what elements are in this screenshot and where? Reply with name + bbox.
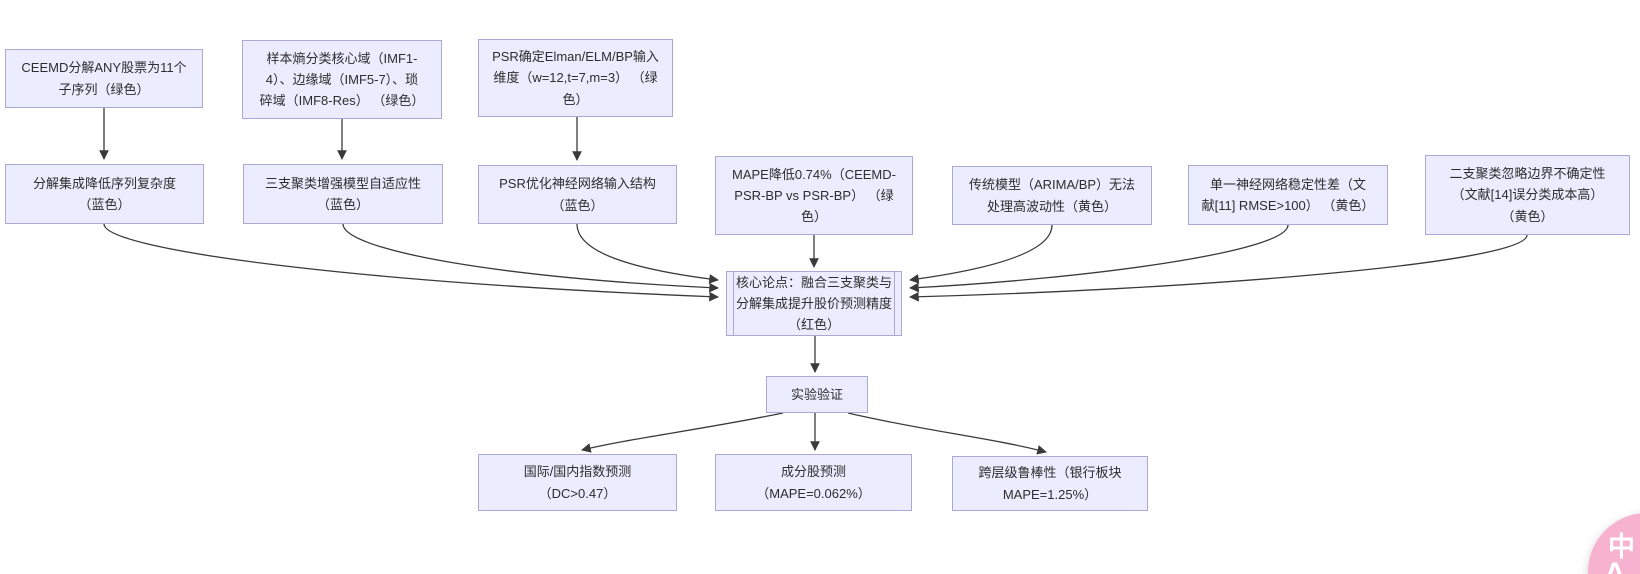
node-ceemd-decompose: CEEMD分解ANY股票为11个 子序列（绿色） xyxy=(5,49,203,108)
edge-psropt-core xyxy=(576,223,719,284)
node-index-prediction: 国际/国内指数预测 （DC>0.47） xyxy=(478,454,677,511)
node-label: MAPE降低0.74%（CEEMD- PSR-BP vs PSR-BP） （绿 … xyxy=(732,166,896,225)
node-label: 二支聚类忽略边界不确定性 （文献[14]误分类成本高） （黄色） xyxy=(1449,166,1606,224)
node-label: PSR优化神经网络输入结构 （蓝色） xyxy=(499,176,656,213)
edge-twoway-core xyxy=(909,234,1528,302)
node-label: 实验验证 xyxy=(790,386,843,402)
edge-experiment-robust xyxy=(847,412,1047,455)
node-mape-reduction: MAPE降低0.74%（CEEMD- PSR-BP vs PSR-BP） （绿 … xyxy=(715,156,913,235)
node-sample-entropy: 样本熵分类核心域（IMF1- 4）、边缘域（IMF5-7）、琐 碎域（IMF8-… xyxy=(242,40,442,119)
translate-en-icon: A xyxy=(1604,557,1626,574)
node-label: 核心论点：融合三支聚类与 分解集成提升股价预测精度 （红色） xyxy=(735,274,892,333)
edge-experiment-indexpred xyxy=(581,412,784,453)
node-psr-optimize: PSR优化神经网络输入结构 （蓝色） xyxy=(478,165,677,224)
node-label: CEEMD分解ANY股票为11个 子序列（绿色） xyxy=(21,60,187,97)
edge-threeway-core xyxy=(342,223,719,293)
translate-button[interactable]: 中 A xyxy=(1588,513,1640,574)
node-label: 传统模型（ARIMA/BP）无法 处理高波动性（黄色） xyxy=(968,177,1136,214)
edge-traditional-core xyxy=(909,224,1053,284)
node-label: 国际/国内指数预测 （DC>0.47） xyxy=(523,464,632,501)
node-experiment-validation: 实验验证 xyxy=(766,376,868,413)
node-core-thesis: 核心论点：融合三支聚类与 分解集成提升股价预测精度 （红色） xyxy=(726,271,902,336)
edge-singlenn-core xyxy=(909,224,1289,293)
node-stock-prediction: 成分股预测 （MAPE=0.062%） xyxy=(715,454,912,511)
node-twoway-cluster: 二支聚类忽略边界不确定性 （文献[14]误分类成本高） （黄色） xyxy=(1425,155,1630,235)
node-threeway-adaptive: 三支聚类增强模型自适应性 （蓝色） xyxy=(243,164,443,224)
node-label: 跨层级鲁棒性（银行板块 MAPE=1.25%） xyxy=(978,465,1122,502)
node-label: PSR确定Elman/ELM/BP输入 维度（w=12,t=7,m=3） （绿 … xyxy=(492,49,659,107)
node-traditional-model: 传统模型（ARIMA/BP）无法 处理高波动性（黄色） xyxy=(952,166,1152,225)
translate-zh-icon: 中 xyxy=(1608,532,1635,562)
node-label: 单一神经网络稳定性差（文 献[11] RMSE>100） （黄色） xyxy=(1201,176,1375,213)
node-label: 分解集成降低序列复杂度 （蓝色） xyxy=(32,175,176,212)
node-label: 三支聚类增强模型自适应性 （蓝色） xyxy=(264,175,421,212)
node-single-nn: 单一神经网络稳定性差（文 献[11] RMSE>100） （黄色） xyxy=(1188,165,1388,225)
node-label: 样本熵分类核心域（IMF1- 4）、边缘域（IMF5-7）、琐 碎域（IMF8-… xyxy=(259,50,425,109)
node-label: 成分股预测 （MAPE=0.062%） xyxy=(756,464,871,501)
node-psr-dimension: PSR确定Elman/ELM/BP输入 维度（w=12,t=7,m=3） （绿 … xyxy=(478,39,673,117)
node-decompose-complexity: 分解集成降低序列复杂度 （蓝色） xyxy=(5,164,204,224)
node-robustness: 跨层级鲁棒性（银行板块 MAPE=1.25%） xyxy=(952,456,1148,511)
edge-decompose-core xyxy=(103,223,719,302)
